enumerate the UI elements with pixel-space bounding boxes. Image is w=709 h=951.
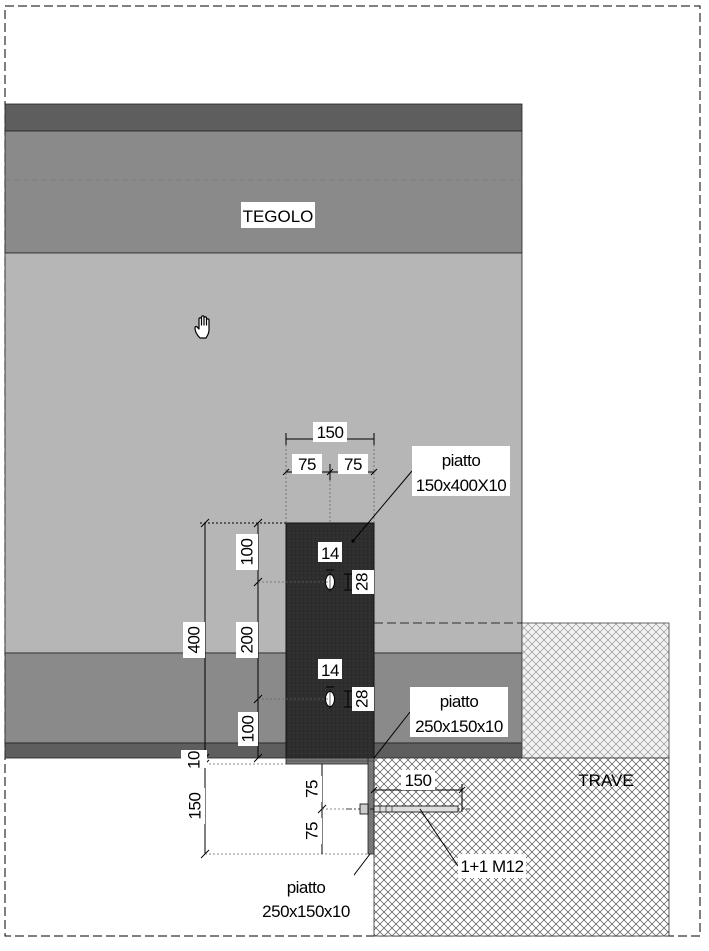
svg-text:10: 10 <box>184 751 203 769</box>
hand-cursor-icon <box>192 314 216 340</box>
svg-text:75: 75 <box>298 455 316 474</box>
svg-text:TRAVE: TRAVE <box>578 771 633 790</box>
svg-text:1+1 M12: 1+1 M12 <box>460 857 523 876</box>
svg-text:75: 75 <box>302 822 321 840</box>
svg-text:piatto: piatto <box>440 692 479 711</box>
svg-text:400: 400 <box>184 627 203 654</box>
svg-text:75: 75 <box>302 780 321 798</box>
svg-text:14: 14 <box>321 544 339 563</box>
svg-text:250x150x10: 250x150x10 <box>415 717 503 736</box>
svg-text:piatto: piatto <box>287 878 326 897</box>
svg-text:piatto: piatto <box>442 451 481 470</box>
label-plate-bottom: piatto 250x150x10 <box>258 874 354 922</box>
svg-text:100: 100 <box>238 716 257 743</box>
svg-text:150: 150 <box>185 793 204 820</box>
svg-text:150x400X10: 150x400X10 <box>416 476 507 495</box>
svg-text:200: 200 <box>237 627 256 654</box>
svg-text:150: 150 <box>317 423 344 442</box>
svg-text:75: 75 <box>344 455 362 474</box>
svg-text:28: 28 <box>352 573 371 591</box>
slotted-hole-bottom <box>325 689 335 709</box>
svg-text:150: 150 <box>405 771 432 790</box>
label-plate-top: piatto 150x400X10 <box>412 446 510 496</box>
svg-text:100: 100 <box>237 539 256 566</box>
svg-text:28: 28 <box>352 690 371 708</box>
bolt-m12 <box>346 803 470 815</box>
svg-text:14: 14 <box>321 661 339 680</box>
slotted-hole-top <box>325 572 335 592</box>
label-tegolo: TEGOLO <box>241 202 315 228</box>
trave-element <box>373 622 670 937</box>
label-bolt: 1+1 M12 <box>458 854 526 878</box>
svg-text:TEGOLO: TEGOLO <box>243 207 314 226</box>
dimension-labels: 150 75 75 14 14 28 28 400 100 200 100 10… <box>181 422 435 844</box>
label-trave: TRAVE <box>578 771 633 790</box>
label-plate-mid: piatto 250x150x10 <box>410 687 508 737</box>
svg-text:250x150x10: 250x150x10 <box>262 902 350 921</box>
